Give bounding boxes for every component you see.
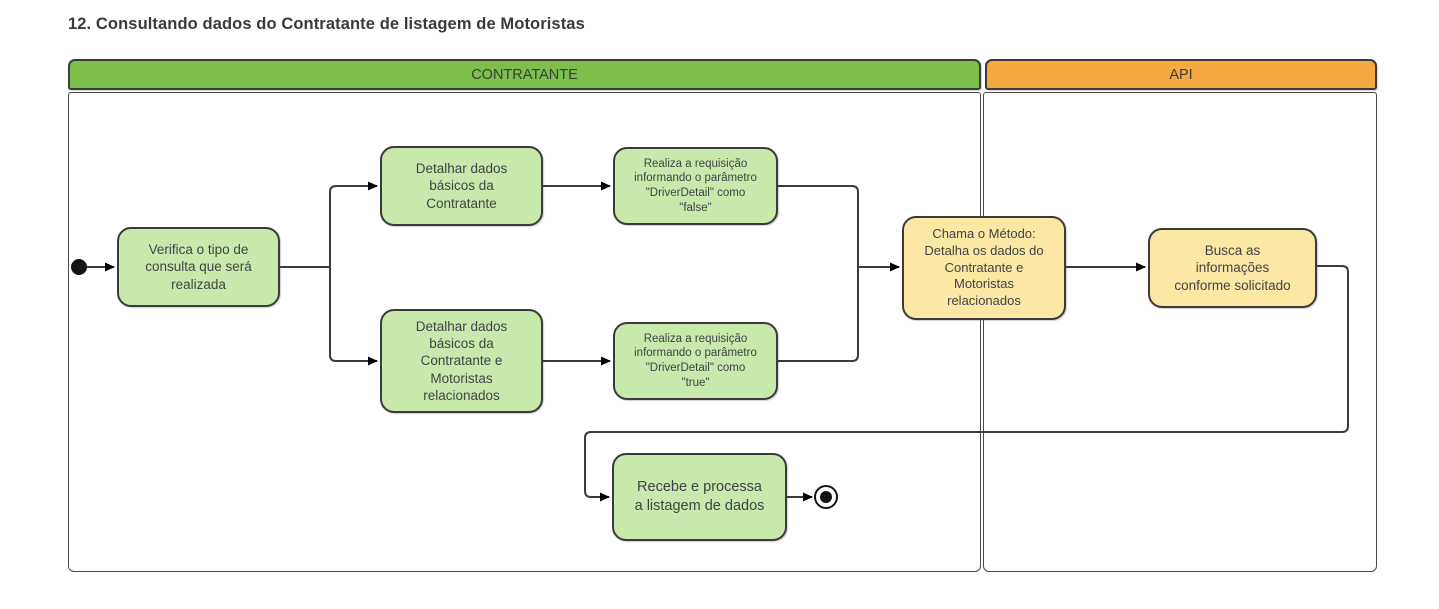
- lane-header-contratante: CONTRATANTE: [68, 59, 981, 90]
- lane-body-api: [983, 92, 1377, 572]
- lane-header-api: API: [985, 59, 1377, 90]
- node-verifica-tipo-consulta: Verifica o tipo de consulta que será rea…: [117, 227, 280, 307]
- node-busca-informacoes: Busca as informações conforme solicitado: [1148, 228, 1317, 308]
- end-node: [814, 485, 838, 509]
- node-chama-metodo: Chama o Método: Detalha os dados do Cont…: [902, 216, 1066, 320]
- end-node-inner-dot: [820, 491, 832, 503]
- node-requisicao-driverdetail-false: Realiza a requisição informando o parâme…: [613, 147, 778, 225]
- node-detalhar-dados-basicos: Detalhar dados básicos da Contratante: [380, 146, 543, 226]
- diagram-title: 12. Consultando dados do Contratante de …: [68, 15, 585, 33]
- node-recebe-processa: Recebe e processa a listagem de dados: [612, 453, 787, 541]
- start-node: [71, 259, 87, 275]
- lane-label-contratante: CONTRATANTE: [471, 66, 578, 83]
- lane-label-api: API: [1169, 66, 1193, 83]
- node-requisicao-driverdetail-true: Realiza a requisição informando o parâme…: [613, 322, 778, 400]
- node-detalhar-dados-completos: Detalhar dados básicos da Contratante e …: [380, 309, 543, 413]
